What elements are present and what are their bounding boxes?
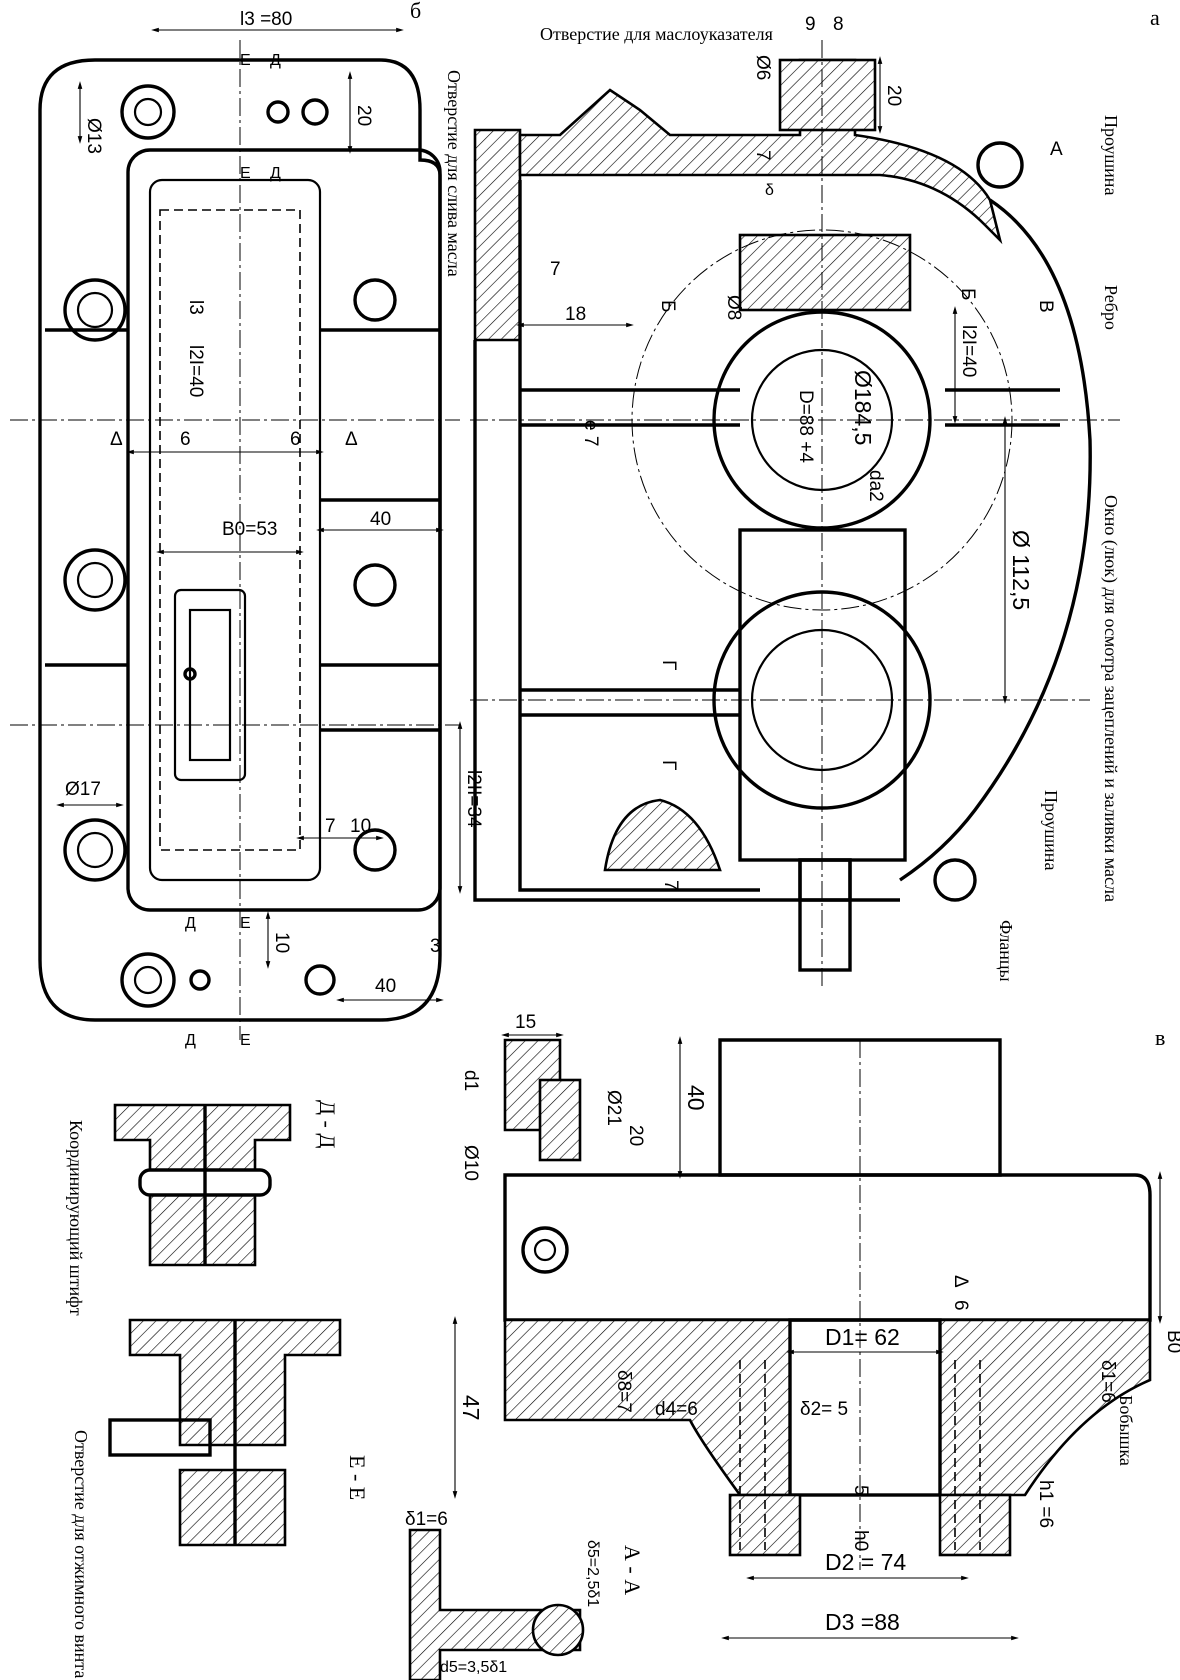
dim-40-side: 40 [683, 1085, 709, 1111]
label-inspection-window: Окно (люк) для осмотра зацеплений и зали… [1100, 495, 1121, 902]
label-oil-drain-hole: Отверстие для слива масла [444, 70, 464, 277]
front-view: Отверстие для маслоуказателя Отверстие д… [444, 14, 1121, 990]
dim-d21: Ø21 [603, 1090, 624, 1126]
dim-8: 8 [833, 14, 844, 35]
dim-l3-v: l3 [185, 300, 206, 315]
section-mark-g-top: Г [658, 660, 679, 670]
dim-6-left: 6 [180, 429, 191, 450]
dim-10-h: 10 [350, 816, 371, 837]
section-mark-b-left: Б [657, 300, 678, 312]
dim-D1: D1= 62 [825, 1324, 900, 1350]
top-view: l3 =80 Ø13 20 l3 l2I=40 Δ 6 6 Δ B0=53 40… [10, 9, 484, 1049]
dim-d8: Ø8 [723, 295, 744, 320]
dim-5: 5 [850, 1485, 871, 1496]
section-aa-title: А - А [620, 1545, 645, 1595]
dim-h0: h0 [850, 1530, 871, 1551]
dim-40: 40 [370, 509, 391, 530]
label-oil-gauge-hole: Отверстие для маслоуказателя [540, 24, 773, 44]
view-marker-a: а [1150, 5, 1160, 30]
dim-7-top: 7 [752, 150, 773, 161]
dim-l2i-top: l2I=40 [185, 345, 206, 397]
mark-d-2: Д [270, 165, 281, 182]
view-marker-b: б [410, 0, 421, 23]
section-mark-b-right: Б [957, 288, 978, 300]
dim-delta1: δ1=6 [1097, 1360, 1118, 1403]
section-aa-d5: d5=3,5δ1 [440, 1659, 507, 1676]
view-mark-v: В [1035, 300, 1056, 313]
dim-10-v: 10 [271, 932, 292, 953]
section-dd: Д - Д Координирующий штифт [66, 1100, 340, 1316]
dim-3: 3 [430, 936, 441, 957]
section-ee: Е - Е Отверстие для отжимного винта [71, 1318, 370, 1678]
mark-e-4: Е [240, 1032, 251, 1049]
dim-delta-side: Δ [950, 1275, 971, 1288]
section-ee-caption: Отверстие для отжимного винта [71, 1430, 91, 1678]
dim-d-bore: D=88 +4 [795, 390, 816, 463]
dim-20-side: 20 [625, 1125, 646, 1146]
dim-20-front: 20 [883, 85, 904, 106]
dim-delta2: δ2= 5 [800, 1399, 848, 1420]
mark-d-3: Д [185, 915, 196, 932]
label-lug-bottom: Проушина [1041, 790, 1061, 870]
delta-left: Δ [110, 429, 123, 450]
dim-h1: h1 =6 [1035, 1480, 1056, 1528]
dim-d1: d1 [460, 1070, 481, 1091]
side-view: в 15 d1 Ø21 Ø10 40 20 47 δ8=7 d4=6 δ2= 5… [452, 1012, 1180, 1641]
delta-right: Δ [345, 429, 358, 450]
dim-18: 18 [565, 304, 586, 325]
label-lug-top: Проушина [1101, 115, 1121, 195]
dim-delta-front: δ [765, 182, 774, 199]
label-rib: Ребро [1101, 285, 1121, 330]
section-mark-a: А [1050, 139, 1063, 160]
dim-47: 47 [458, 1395, 484, 1421]
mark-e-3: Е [240, 915, 251, 932]
dim-6-side: 6 [950, 1300, 971, 1311]
view-marker-v: в [1155, 1025, 1165, 1050]
section-dd-caption: Координирующий штифт [66, 1120, 86, 1316]
mark-d-1: Д [270, 52, 281, 69]
dim-d112: Ø 112,5 [1008, 530, 1034, 610]
dim-d13: Ø13 [83, 118, 104, 154]
dim-d4: d4=6 [655, 1399, 698, 1420]
section-ee-title: Е - Е [345, 1455, 370, 1500]
dim-7: 7 [325, 816, 336, 837]
dim-d10: Ø10 [460, 1145, 481, 1181]
dim-9: 9 [805, 14, 816, 35]
dim-7-wall: 7 [550, 259, 561, 280]
dim-l3: l3 =80 [240, 9, 292, 30]
dim-6-right: 6 [290, 429, 301, 450]
dim-d6: Ø6 [752, 55, 773, 80]
dim-D3: D3 =88 [825, 1609, 900, 1635]
section-dd-title: Д - Д [315, 1100, 340, 1148]
dim-20: 20 [353, 105, 374, 126]
dim-D2: D2 = 74 [825, 1549, 906, 1575]
dim-b0: B0=53 [222, 519, 277, 540]
label-flanges: Фланцы [996, 920, 1016, 982]
dim-15: 15 [515, 1012, 536, 1033]
dim-7-bottom: 7 [660, 880, 681, 891]
section-aa: δ1=6 δ5=2,5δ1 А - А d5=3,5δ1 [405, 1509, 645, 1680]
mark-e-1: Е [240, 52, 251, 69]
dim-da2: da2 [865, 470, 886, 502]
dim-d184: Ø184,5 [850, 370, 876, 445]
dim-e7: e 7 [580, 420, 601, 446]
label-boss: Бобышка [1116, 1395, 1136, 1466]
mark-e-2: Е [240, 165, 251, 182]
section-aa-delta1: δ1=6 [405, 1509, 448, 1530]
dim-40-bottom: 40 [375, 976, 396, 997]
dim-delta8: δ8=7 [613, 1370, 634, 1413]
section-mark-g-bottom: Г [658, 760, 679, 770]
section-aa-delta5: δ5=2,5δ1 [584, 1540, 601, 1607]
dim-l2i-front: l2I=40 [958, 325, 979, 377]
dim-d17: Ø17 [65, 779, 101, 800]
mark-d-4: Д [185, 1032, 196, 1049]
dim-B0: B0 [1163, 1330, 1180, 1353]
